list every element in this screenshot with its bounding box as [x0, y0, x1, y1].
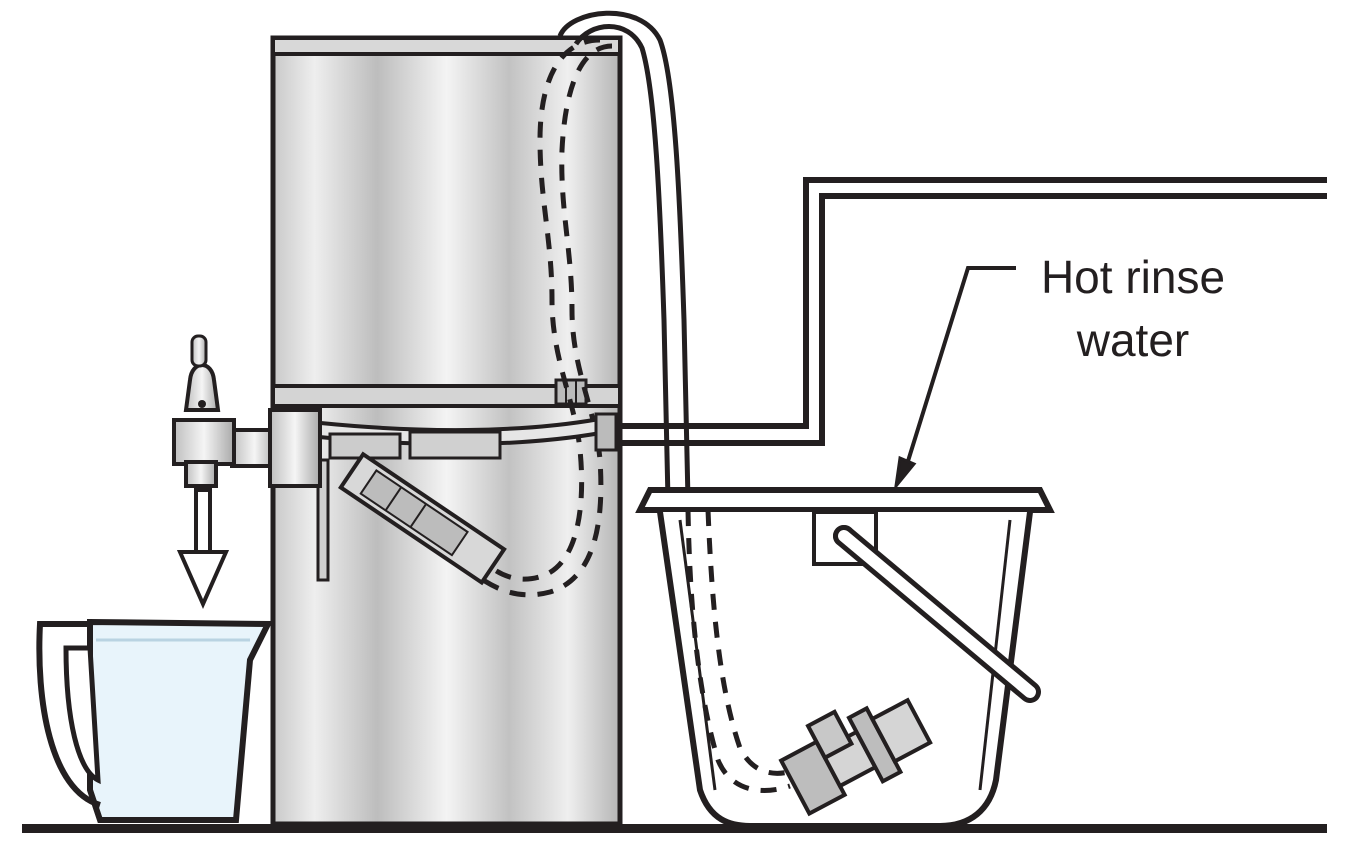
down-arrow-icon — [176, 488, 230, 609]
bucket — [635, 487, 1055, 829]
pitcher — [36, 618, 273, 823]
submerged-hose — [685, 509, 797, 793]
submerged-valve-parts — [778, 697, 933, 817]
internal-valve — [338, 451, 507, 586]
callout-label-line2: water — [1076, 314, 1189, 366]
internal-hose-dashed — [486, 37, 601, 582]
supply-pipe — [620, 177, 1327, 446]
drip-rod — [316, 458, 330, 582]
callout-leader — [893, 266, 1016, 492]
rinse-hose — [557, 10, 691, 501]
floor-line — [22, 824, 1327, 833]
faucet — [172, 334, 322, 488]
dispense-line — [319, 412, 618, 460]
callout-label-line1: Hot rinse — [1041, 251, 1225, 303]
